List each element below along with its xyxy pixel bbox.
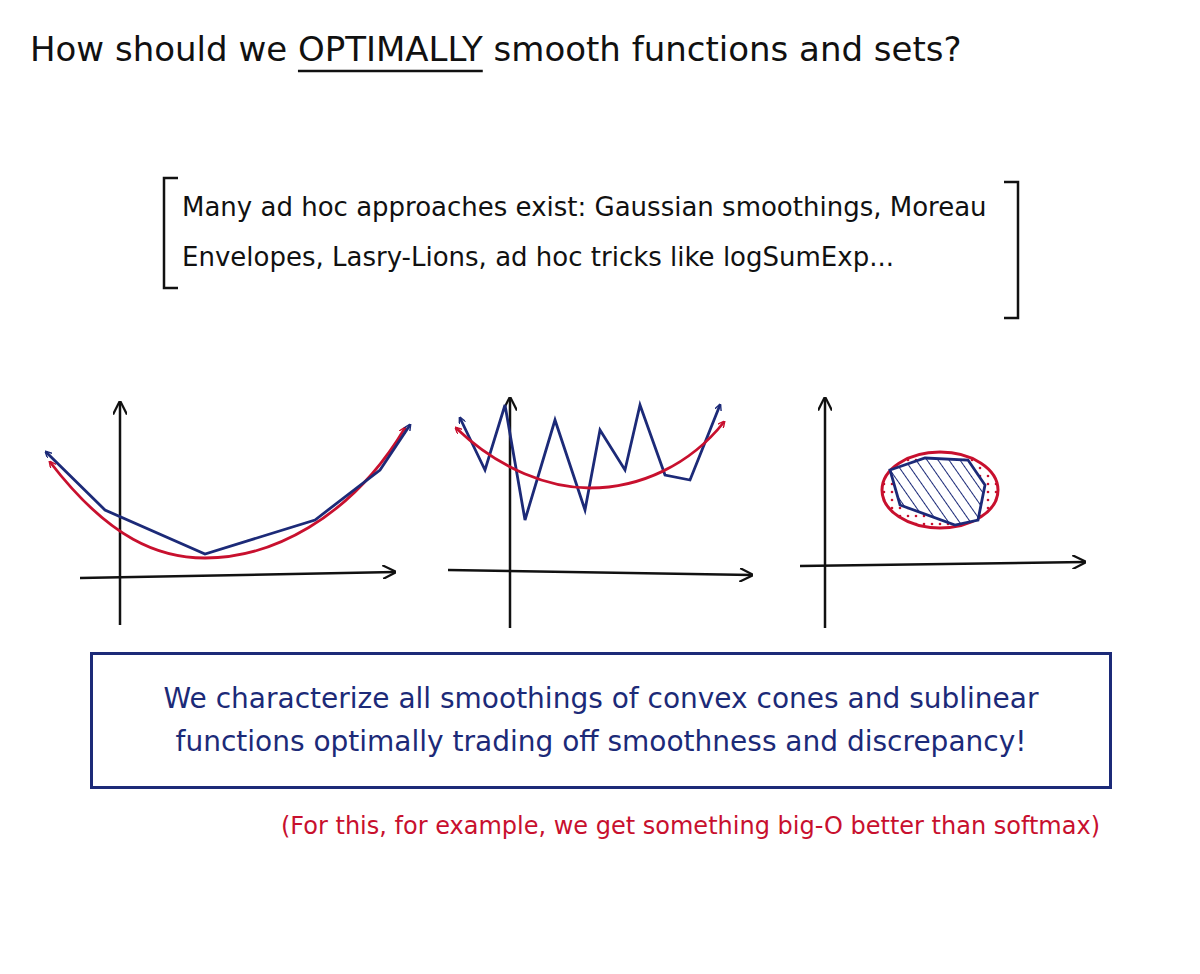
smoothed-set — [882, 452, 998, 528]
smooth-curve — [456, 422, 724, 488]
underline — [298, 70, 483, 73]
bracket — [1004, 182, 1018, 318]
process-box: We characterize all smoothings of convex… — [90, 652, 1112, 789]
footnote: (For this, for example, we get something… — [150, 811, 1100, 842]
bracket — [164, 178, 178, 288]
plot-nonconvex — [448, 398, 752, 628]
title: How should we OPTIMALLY smooth functions… — [30, 28, 1170, 71]
piecewise-curve — [46, 425, 410, 554]
plot-set — [800, 398, 1085, 628]
note-text: Many ad hoc approaches exist: Gaussian s… — [182, 182, 1002, 282]
plot-convex — [46, 402, 410, 625]
box-text: We characterize all smoothings of convex… — [121, 677, 1081, 764]
polytope-set — [890, 458, 985, 525]
